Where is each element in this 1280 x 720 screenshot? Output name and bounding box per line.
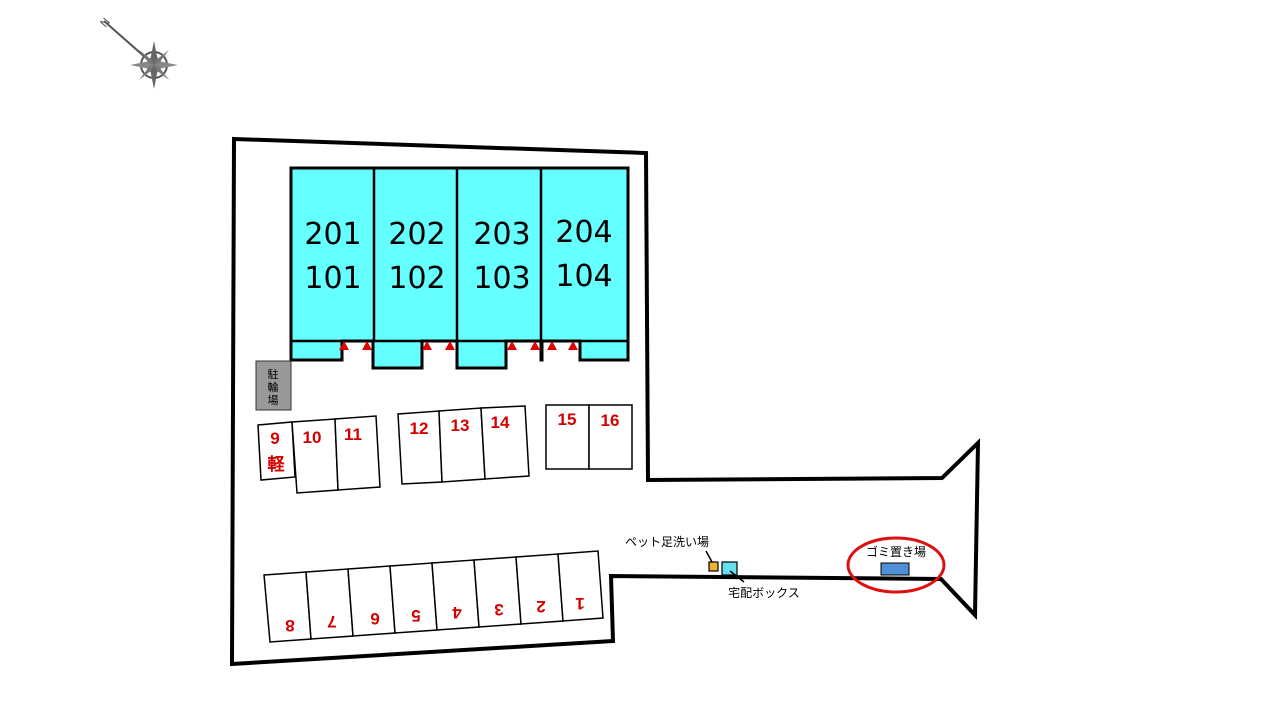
delivery-box-icon bbox=[721, 561, 738, 576]
unit-upper-label: 201 bbox=[304, 217, 361, 252]
spot-number-14: 14 bbox=[491, 413, 510, 432]
apartment-building: 201 101 202 102 203 103 204 104 bbox=[289, 166, 630, 370]
entrance-marker-icon bbox=[530, 341, 540, 350]
compass-icon: N bbox=[98, 15, 178, 89]
spot-number-2: 2 bbox=[536, 597, 545, 616]
unit-upper-label: 203 bbox=[473, 217, 530, 252]
delivery-box-area: 宅配ボックス bbox=[721, 561, 800, 600]
parking-spot-14 bbox=[480, 405, 530, 480]
garbage-highlight-circle bbox=[846, 536, 946, 594]
entrance-marker-icon bbox=[547, 341, 557, 350]
spot-number-12: 12 bbox=[410, 419, 429, 438]
spot-number-11: 11 bbox=[344, 425, 362, 444]
delivery-box-label: 宅配ボックス bbox=[728, 585, 800, 600]
unit-202-102: 202 102 bbox=[388, 217, 445, 296]
spot-number-10: 10 bbox=[303, 428, 322, 447]
parking-group-15-16 bbox=[545, 404, 633, 470]
parking-group-9-11 bbox=[257, 415, 381, 494]
entrance-marker-icon bbox=[507, 341, 517, 350]
garbage-label: ゴミ置き場 bbox=[866, 544, 926, 559]
garbage-box-icon bbox=[880, 562, 910, 576]
unit-203-103: 203 103 bbox=[473, 217, 530, 296]
unit-204-104: 204 104 bbox=[555, 215, 612, 294]
entrance-marker-icon bbox=[339, 341, 349, 350]
bicycle-parking-label-2: 輪 bbox=[268, 380, 279, 394]
spot-number-6: 6 bbox=[370, 609, 379, 628]
unit-lower-label: 104 bbox=[555, 259, 612, 294]
pet-wash-label: ペット足洗い場 bbox=[625, 535, 709, 549]
parking-spot-1 bbox=[557, 550, 604, 622]
spot-number-4: 4 bbox=[452, 603, 462, 622]
spot-number-16: 16 bbox=[601, 411, 620, 430]
parking-spot-15 bbox=[545, 404, 590, 470]
parking-spot-11 bbox=[334, 415, 381, 491]
pet-wash-icon bbox=[708, 561, 719, 572]
bicycle-parking-label-3: 場 bbox=[268, 394, 279, 407]
unit-201-101: 201 101 bbox=[304, 217, 361, 296]
unit-upper-label: 204 bbox=[555, 215, 612, 250]
unit-lower-label: 101 bbox=[304, 261, 361, 296]
spot-number-7: 7 bbox=[327, 612, 336, 631]
spot-number-13: 13 bbox=[451, 416, 470, 435]
parking-group-12-14 bbox=[397, 405, 530, 485]
spot-number-5: 5 bbox=[411, 606, 420, 625]
entrance-marker-icon bbox=[445, 341, 455, 350]
parking-group-1-8 bbox=[263, 550, 604, 643]
entrance-marker-icon bbox=[568, 341, 578, 350]
unit-upper-label: 202 bbox=[388, 217, 445, 252]
unit-lower-label: 102 bbox=[388, 261, 445, 296]
garbage-area: ゴミ置き場 bbox=[846, 536, 946, 594]
parking-spot-9 bbox=[257, 421, 296, 481]
unit-lower-label: 103 bbox=[473, 261, 530, 296]
bicycle-parking-label-1: 駐 bbox=[268, 367, 279, 381]
bicycle-parking: 駐 輪 場 bbox=[255, 360, 292, 411]
kei-car-label: 軽 bbox=[268, 454, 286, 474]
spot-number-3: 3 bbox=[494, 600, 503, 619]
spot-numbers-bottom: 8 7 6 5 4 3 2 1 bbox=[285, 594, 584, 635]
pet-wash-area: ペット足洗い場 bbox=[625, 535, 719, 572]
entrance-marker-icon bbox=[422, 341, 432, 350]
spot-number-9: 9 bbox=[270, 429, 279, 448]
spot-number-8: 8 bbox=[285, 616, 294, 635]
parking-spot-16 bbox=[588, 404, 633, 470]
spot-number-15: 15 bbox=[558, 410, 577, 429]
spot-number-1: 1 bbox=[575, 594, 584, 613]
entrance-markers bbox=[339, 341, 578, 350]
entrance-marker-icon bbox=[362, 341, 372, 350]
